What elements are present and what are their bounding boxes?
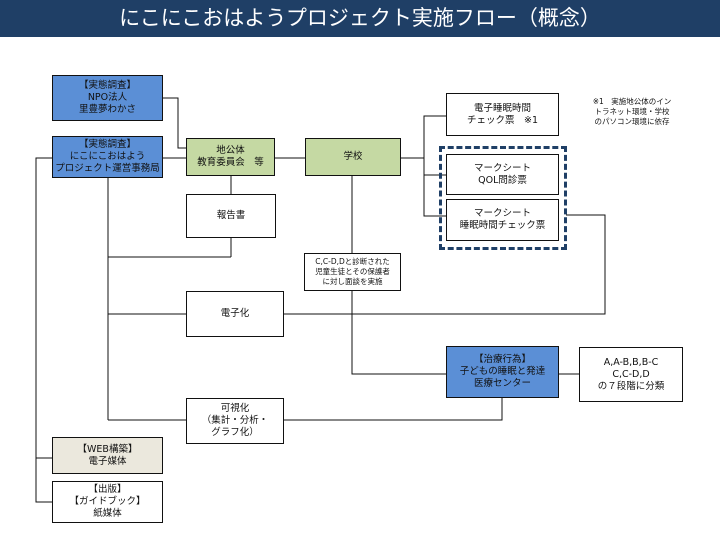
page-title: にこにこおはようプロジェクト実施フロー（概念） — [119, 6, 601, 30]
school-label: 学校 — [343, 151, 363, 162]
treatment-line-2: 子どもの睡眠と発達 — [459, 366, 546, 377]
qol-line-2: QOL問診票 — [478, 174, 527, 186]
connector-branch — [423, 115, 446, 217]
note-line-3: のパソコン環境に依存 — [594, 117, 670, 126]
sleep-check-node: 電子睡眠時間 チェック票 ※1 — [446, 93, 559, 136]
office-line-3: プロジェクト運営事務局 — [55, 163, 160, 174]
connector-treatment-visualize — [284, 398, 503, 421]
board-node: 地公体 教育委員会 等 — [186, 138, 275, 176]
qol-line-1: マークシート — [473, 162, 531, 174]
connector-npo-board — [163, 97, 186, 149]
sleep-mark-line-1: マークシート — [473, 208, 531, 219]
treatment-node: 【治療行為】 子どもの睡眠と発達 医療センター — [446, 346, 559, 398]
publish-line-3: 紙媒体 — [93, 508, 122, 519]
npo-line-2: NPO法人 — [87, 92, 128, 103]
web-node: 【WEB構築】 電子媒体 — [52, 437, 163, 474]
sleep-mark-node: マークシート 睡眠時間チェック票 — [446, 199, 559, 241]
environment-note: ※1 実施地公体のイン トラネット環境・学校 のパソコン環境に依存 — [578, 97, 686, 127]
qol-node: マークシート QOL問診票 — [446, 154, 559, 195]
visualize-line-2: （集計・分析・ — [201, 415, 269, 426]
digitize-label: 電子化 — [220, 308, 250, 319]
classification-line-2: C,C-D,D — [612, 368, 650, 380]
treatment-line-3: 医療センター — [473, 378, 531, 389]
title-bar: にこにこおはようプロジェクト実施フロー（概念） — [0, 0, 720, 37]
school-node: 学校 — [305, 138, 401, 176]
sleep-mark-line-2: 睡眠時間チェック票 — [459, 220, 546, 231]
web-line-2: 電子媒体 — [88, 455, 127, 467]
visualize-line-3: グラフ化） — [211, 427, 259, 438]
connector-frame-digitize — [284, 214, 606, 315]
npo-line-1: 【実態調査】 — [78, 80, 136, 91]
treatment-line-1: 【治療行為】 — [473, 354, 531, 365]
sleep-check-line-1: 電子睡眠時間 — [473, 102, 531, 114]
classification-node: A,A-B,B,B-C C,C-D,D の７段階に分類 — [579, 347, 683, 402]
office-line-2: にこにこおはよう — [69, 151, 146, 162]
npo-line-3: 里豊夢わかさ — [78, 104, 136, 115]
digitize-node: 電子化 — [186, 291, 284, 337]
office-node: 【実態調査】 にこにこおはよう プロジェクト運営事務局 — [52, 136, 163, 178]
classification-line-3: の７段階に分類 — [597, 380, 665, 392]
marksheet-group-frame — [439, 146, 567, 250]
classification-line-1: A,A-B,B,B-C — [603, 356, 659, 368]
report-label: 報告書 — [216, 210, 246, 221]
report-node: 報告書 — [186, 194, 276, 238]
visualize-line-1: 可視化 — [220, 403, 250, 414]
note-line-1: ※1 実施地公体のイン — [592, 97, 672, 106]
web-line-1: 【WEB構築】 — [77, 443, 138, 455]
note-line-2: トラネット環境・学校 — [594, 107, 670, 116]
publish-node: 【出版】 【ガイドブック】 紙媒体 — [52, 481, 163, 523]
interview-line-2: 児童生徒とその保護者 — [315, 267, 390, 276]
interview-node: C,C-D,Dと診断された 児童生徒とその保護者 に対し面談を実施 — [304, 253, 401, 291]
publish-line-2: 【ガイドブック】 — [69, 496, 146, 507]
publish-line-1: 【出版】 — [88, 484, 127, 495]
interview-line-3: に対し面談を実施 — [322, 277, 383, 286]
visualize-node: 可視化 （集計・分析・ グラフ化） — [186, 398, 284, 444]
connector-office-left — [35, 157, 54, 503]
sleep-check-line-2: チェック票 ※1 — [466, 114, 538, 126]
connector-interview-treatment — [351, 291, 446, 375]
office-line-1: 【実態調査】 — [78, 139, 136, 150]
interview-line-1: C,C-D,Dと診断された — [315, 257, 390, 266]
npo-node: 【実態調査】 NPO法人 里豊夢わかさ — [52, 75, 163, 121]
board-line-1: 地公体 — [216, 145, 245, 156]
board-line-2: 教育委員会 等 — [197, 157, 264, 168]
